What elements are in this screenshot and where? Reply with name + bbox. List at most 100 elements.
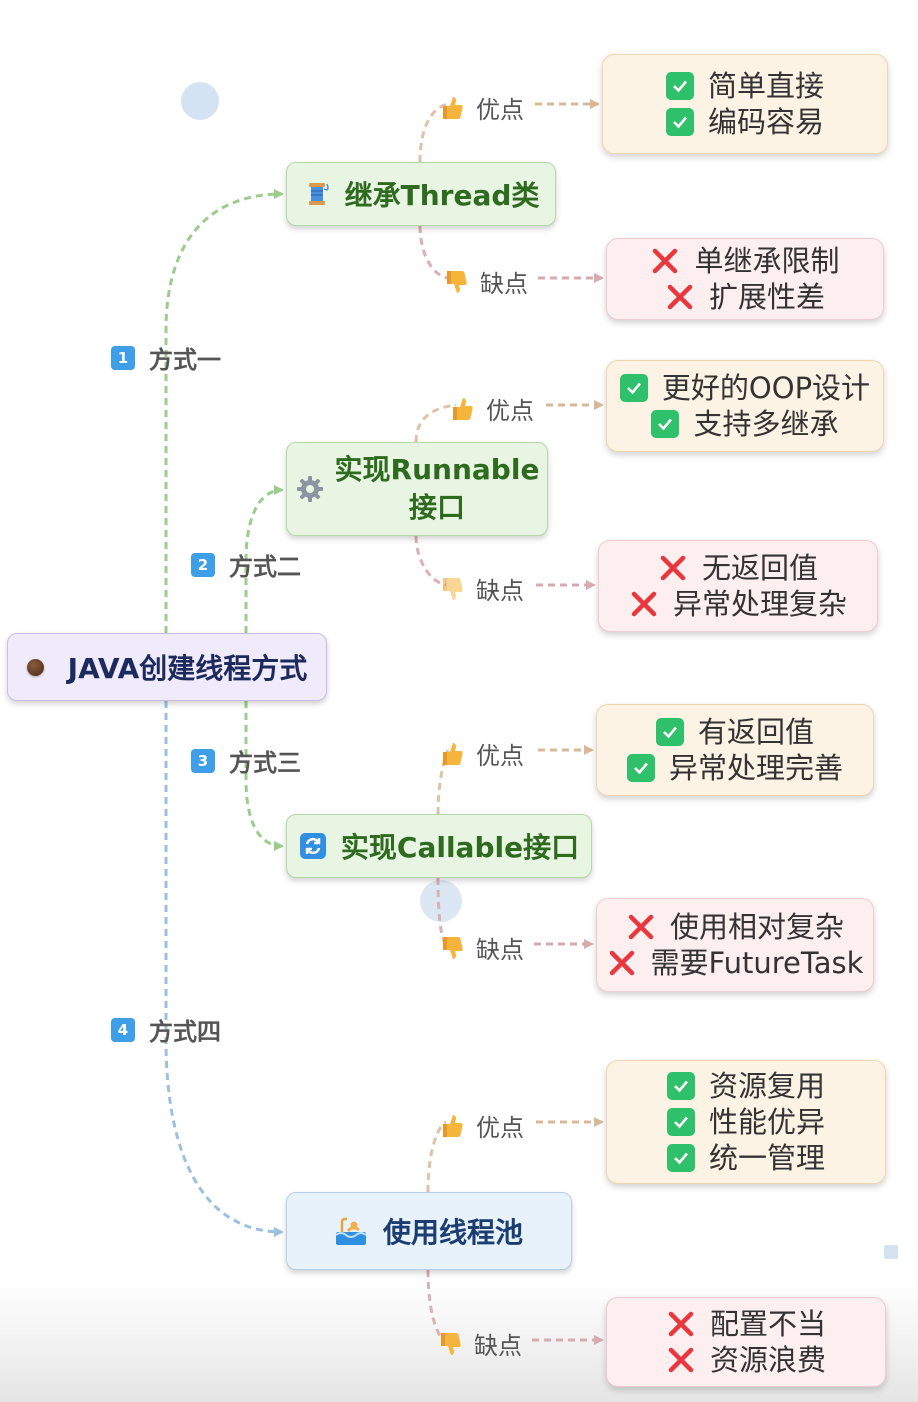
thumbs-up-icon <box>442 95 464 121</box>
con-item-text: 资源浪费 <box>709 1343 826 1377</box>
thumbs-up-icon <box>442 741 464 767</box>
con-tag: 缺点 <box>446 264 528 299</box>
decor-square <box>884 1245 898 1259</box>
root-node[interactable]: JAVA创建线程方式 <box>7 633 327 701</box>
cross-icon <box>658 553 688 583</box>
con-item: 需要FutureTask <box>607 945 864 981</box>
method-label-text: 方式二 <box>229 553 301 581</box>
method-node-label: 继承Thread类 <box>344 179 540 212</box>
con-item-text: 单继承限制 <box>694 244 840 278</box>
check-icon <box>666 1108 695 1136</box>
cons-box: 无返回值 异常处理复杂 <box>598 540 878 632</box>
con-item: 使用相对复杂 <box>626 909 844 945</box>
pro-item: 编码容易 <box>665 104 824 140</box>
gear-icon <box>295 474 325 504</box>
badge-3-icon: 3 <box>191 748 215 773</box>
pros-box: 更好的OOP设计 支持多继承 <box>606 360 884 452</box>
pro-item-text: 资源复用 <box>708 1069 825 1103</box>
pros-box: 简单直接 编码容易 <box>602 54 888 154</box>
method-node-label-line1: 实现Runnable <box>334 453 540 486</box>
method-label-4: 4 方式四 <box>111 1012 221 1047</box>
method-node-threadpool[interactable]: 使用线程池 <box>286 1192 572 1270</box>
check-icon <box>665 108 694 136</box>
cross-icon <box>650 246 680 276</box>
pro-tag: 优点 <box>442 736 524 771</box>
con-item: 配置不当 <box>666 1306 826 1342</box>
pro-item-text: 更好的OOP设计 <box>661 371 871 405</box>
con-tag: 缺点 <box>440 1326 522 1361</box>
check-icon <box>626 754 655 782</box>
method-node-thread[interactable]: 继承Thread类 <box>286 162 556 226</box>
badge-4-icon: 4 <box>111 1017 135 1042</box>
root-label: JAVA创建线程方式 <box>67 652 308 685</box>
pro-item-text: 简单直接 <box>707 69 824 103</box>
cross-icon <box>666 1309 696 1339</box>
con-item: 异常处理复杂 <box>629 586 847 622</box>
con-tag-label: 缺点 <box>480 270 528 298</box>
thumbs-down-icon <box>440 1331 462 1357</box>
check-icon <box>665 72 694 100</box>
pro-item: 简单直接 <box>665 68 824 104</box>
method-node-runnable[interactable]: 实现Runnable 接口 <box>286 442 548 536</box>
con-item: 单继承限制 <box>650 243 840 279</box>
check-icon <box>666 1072 695 1100</box>
method-label-1: 1 方式一 <box>111 340 221 375</box>
root-dot-icon <box>26 658 44 676</box>
con-tag-label: 缺点 <box>476 577 524 605</box>
method-node-label: 使用线程池 <box>382 1216 523 1249</box>
pro-item-text: 统一管理 <box>708 1141 825 1175</box>
pro-tag-label: 优点 <box>476 1114 524 1142</box>
thumbs-down-icon <box>446 269 468 295</box>
pro-tag: 优点 <box>442 1108 524 1143</box>
con-item-text: 使用相对复杂 <box>669 910 844 944</box>
link-method-2-pro-tag <box>414 403 457 443</box>
pro-item-text: 有返回值 <box>697 715 814 749</box>
method-label-2: 2 方式二 <box>191 547 301 582</box>
method-node-label-line2: 接口 <box>408 491 465 524</box>
con-tag-label: 缺点 <box>474 1332 522 1360</box>
spool-icon <box>303 180 331 208</box>
cross-icon <box>626 912 656 942</box>
thumbs-up-icon <box>452 396 474 422</box>
link-root-method-4 <box>164 701 284 1237</box>
method-label-3: 3 方式三 <box>191 743 301 778</box>
con-tag-label: 缺点 <box>476 936 524 964</box>
con-item-text: 需要FutureTask <box>650 946 864 980</box>
pro-item: 统一管理 <box>666 1140 825 1176</box>
method-node-callable[interactable]: 实现Callable接口 <box>286 814 592 878</box>
con-item: 资源浪费 <box>666 1342 826 1378</box>
check-icon <box>619 374 648 402</box>
pro-item: 更好的OOP设计 <box>619 370 871 406</box>
pro-tag: 优点 <box>452 391 534 426</box>
cross-icon <box>665 282 695 312</box>
con-item: 扩展性差 <box>665 279 825 315</box>
cross-icon <box>666 1345 696 1375</box>
pro-tag-label: 优点 <box>476 742 524 770</box>
pro-item-text: 异常处理完善 <box>668 751 843 785</box>
con-item: 无返回值 <box>658 550 818 586</box>
con-tag: 缺点 <box>442 571 524 606</box>
pro-item-text: 性能优异 <box>708 1105 825 1139</box>
pro-item: 性能优异 <box>666 1104 825 1140</box>
pro-item-text: 编码容易 <box>707 105 824 139</box>
cons-box: 配置不当 资源浪费 <box>606 1297 886 1387</box>
pro-item: 支持多继承 <box>651 406 839 442</box>
pro-item: 有返回值 <box>655 714 814 750</box>
pro-item: 异常处理完善 <box>626 750 843 786</box>
pool-icon <box>335 1216 367 1246</box>
cross-icon <box>607 948 637 978</box>
thumbs-down-icon <box>442 935 464 961</box>
con-item-text: 配置不当 <box>709 1307 826 1341</box>
check-icon <box>655 718 684 746</box>
cons-box: 单继承限制 扩展性差 <box>606 238 884 320</box>
con-item-text: 异常处理复杂 <box>672 587 847 621</box>
check-icon <box>666 1144 695 1172</box>
con-item-text: 扩展性差 <box>708 280 825 314</box>
cross-icon <box>629 589 659 619</box>
link-method-1-con-tag <box>418 225 449 280</box>
refresh-icon <box>299 832 327 860</box>
method-node-label: 实现Callable接口 <box>340 831 580 864</box>
method-label-text: 方式三 <box>229 749 301 777</box>
method-node-label-group: 实现Runnable 接口 <box>335 451 540 527</box>
